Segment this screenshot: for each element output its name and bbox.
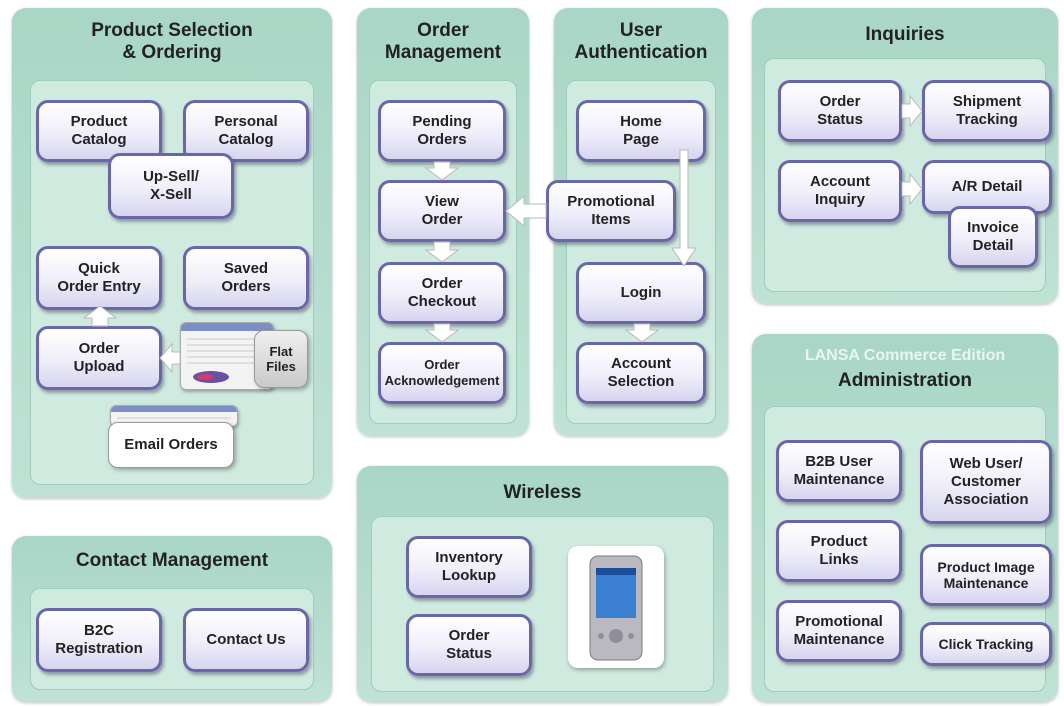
promotional-items-node[interactable]: Promotional Items <box>546 180 676 242</box>
inquiries-title: Inquiries <box>865 24 945 45</box>
click-tracking-node[interactable]: Click Tracking <box>920 622 1052 666</box>
account-selection-node[interactable]: Account Selection <box>576 342 706 404</box>
account-inquiry-node[interactable]: Account Inquiry <box>778 160 902 222</box>
upsell-node[interactable]: Up-Sell/ X-Sell <box>108 153 234 219</box>
order-acknowledgement-node[interactable]: Order Acknowledgement <box>378 342 506 404</box>
web-user-association-node[interactable]: Web User/ Customer Association <box>920 440 1052 524</box>
home-page-node[interactable]: Home Page <box>576 100 706 162</box>
flat-files-node[interactable]: Flat Files <box>254 330 308 388</box>
quick-order-entry-node[interactable]: Quick Order Entry <box>36 246 162 310</box>
order-management-title: Order Management <box>384 20 502 63</box>
b2c-registration-node[interactable]: B2C Registration <box>36 608 162 672</box>
email-orders-node[interactable]: Email Orders <box>108 422 234 468</box>
order-status-node[interactable]: Order Status <box>778 80 902 142</box>
pda-icon <box>589 555 643 661</box>
wireless-order-status-node[interactable]: Order Status <box>406 614 532 676</box>
product-image-maintenance-node[interactable]: Product Image Maintenance <box>920 544 1052 606</box>
product-selection-title: Product Selection & Ordering <box>91 20 253 63</box>
product-catalog-node[interactable]: Product Catalog <box>36 100 162 162</box>
inventory-lookup-node[interactable]: Inventory Lookup <box>406 536 532 598</box>
login-node[interactable]: Login <box>576 262 706 324</box>
administration-subtitle: LANSA Commerce Edition <box>804 347 1006 364</box>
contact-management-title: Contact Management <box>75 550 269 571</box>
contact-us-node[interactable]: Contact Us <box>183 608 309 672</box>
view-order-node[interactable]: View Order <box>378 180 506 242</box>
pda-device-icon <box>568 546 664 668</box>
order-upload-node[interactable]: Order Upload <box>36 326 162 390</box>
product-links-node[interactable]: Product Links <box>776 520 902 582</box>
user-authentication-title: User Authentication <box>574 20 708 63</box>
spreadsheet-icon <box>181 323 273 383</box>
invoice-detail-node[interactable]: Invoice Detail <box>948 206 1038 268</box>
b2b-user-maintenance-node[interactable]: B2B User Maintenance <box>776 440 902 502</box>
administration-title: Administration <box>837 370 973 391</box>
order-checkout-node[interactable]: Order Checkout <box>378 262 506 324</box>
ar-detail-node[interactable]: A/R Detail <box>922 160 1052 214</box>
email-window-icon <box>111 406 237 419</box>
saved-orders-node[interactable]: Saved Orders <box>183 246 309 310</box>
personal-catalog-node[interactable]: Personal Catalog <box>183 100 309 162</box>
wireless-title: Wireless <box>503 482 582 503</box>
promotional-maintenance-node[interactable]: Promotional Maintenance <box>776 600 902 662</box>
pending-orders-node[interactable]: Pending Orders <box>378 100 506 162</box>
shipment-tracking-node[interactable]: Shipment Tracking <box>922 80 1052 142</box>
